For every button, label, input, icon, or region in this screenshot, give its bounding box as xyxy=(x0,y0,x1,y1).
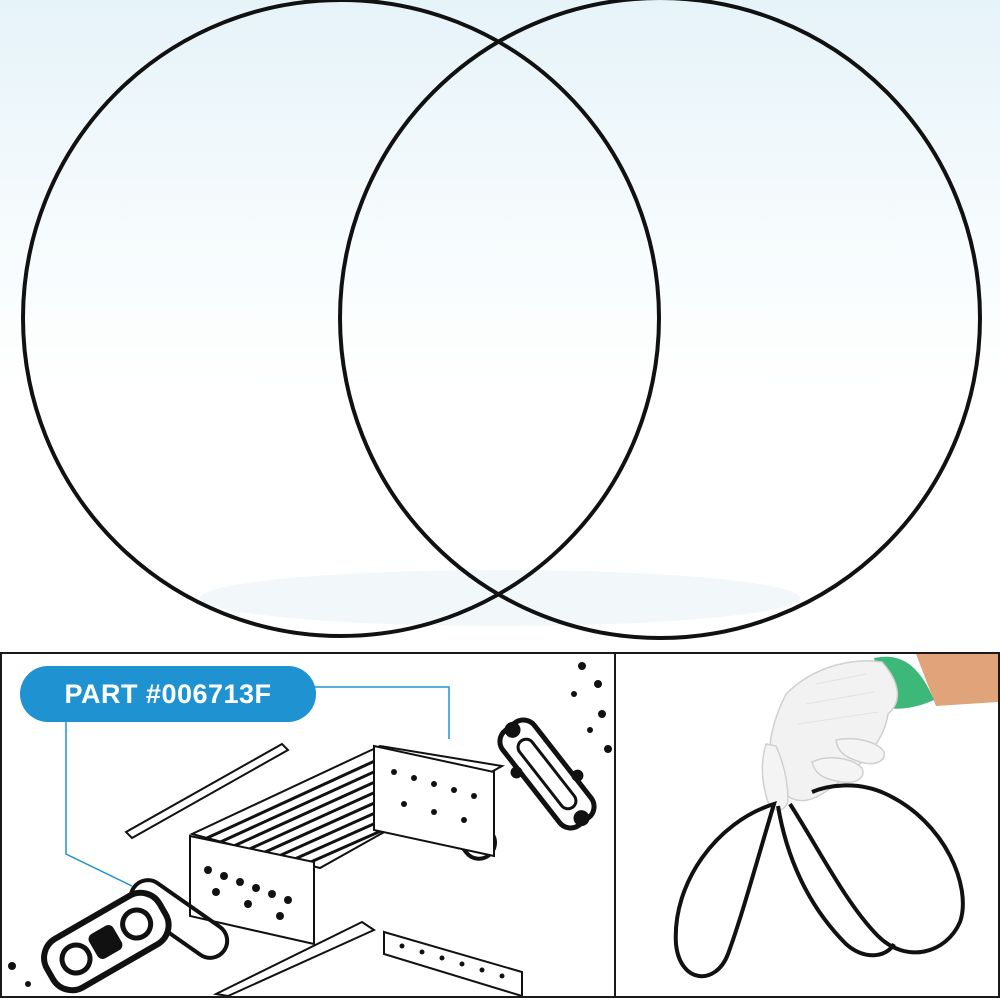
gloved-hand-icon xyxy=(673,654,998,979)
hand-photo-panel xyxy=(614,652,1000,998)
left-o-ring-icon xyxy=(21,0,661,638)
part-number-badge: PART #006713F xyxy=(20,666,316,722)
right-o-ring-icon xyxy=(338,0,982,640)
heat-exchanger-diagram xyxy=(8,662,612,996)
exploded-diagram-panel: PART #006713F xyxy=(0,652,616,998)
product-photo xyxy=(0,0,1000,650)
part-number-label: PART #006713F xyxy=(64,678,272,709)
o-rings-illustration xyxy=(21,0,982,640)
